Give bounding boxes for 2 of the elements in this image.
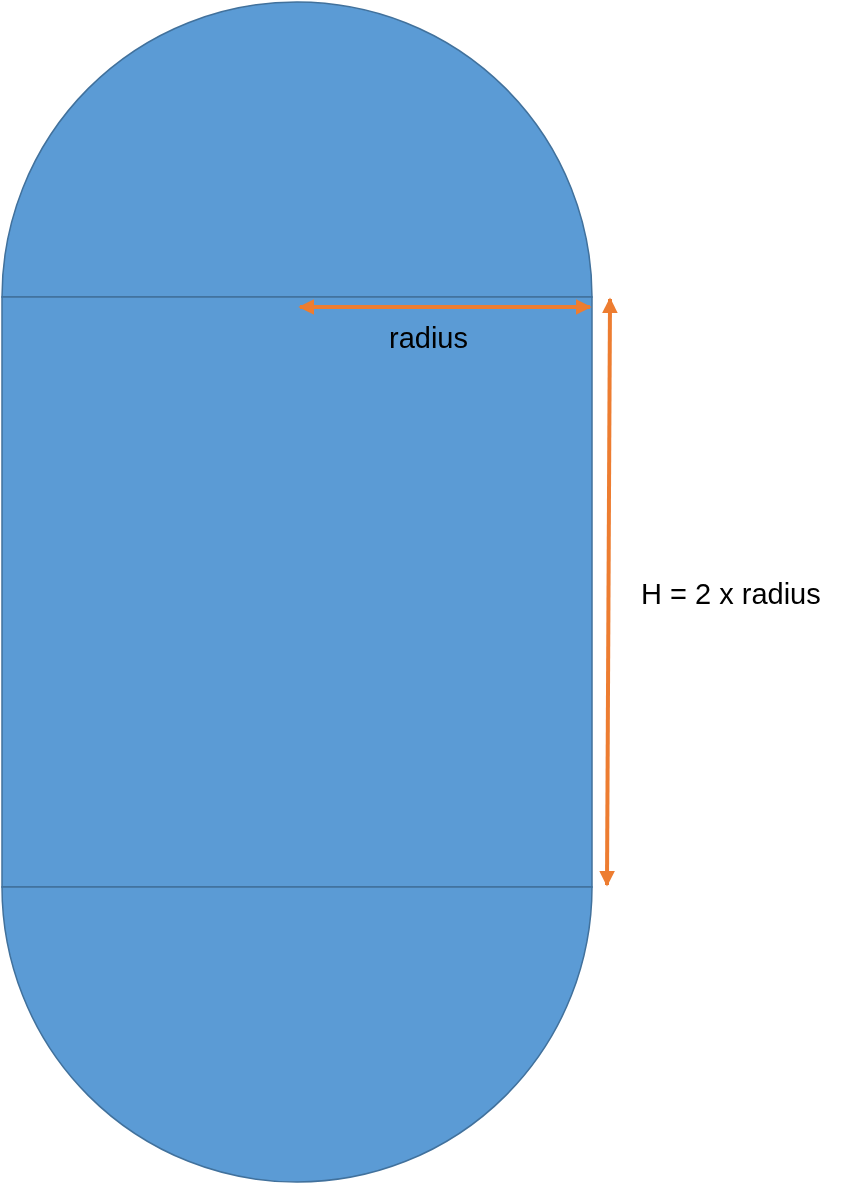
dimension-label: radius xyxy=(389,324,468,353)
dimension-label: H = 2 x radius xyxy=(641,580,821,609)
